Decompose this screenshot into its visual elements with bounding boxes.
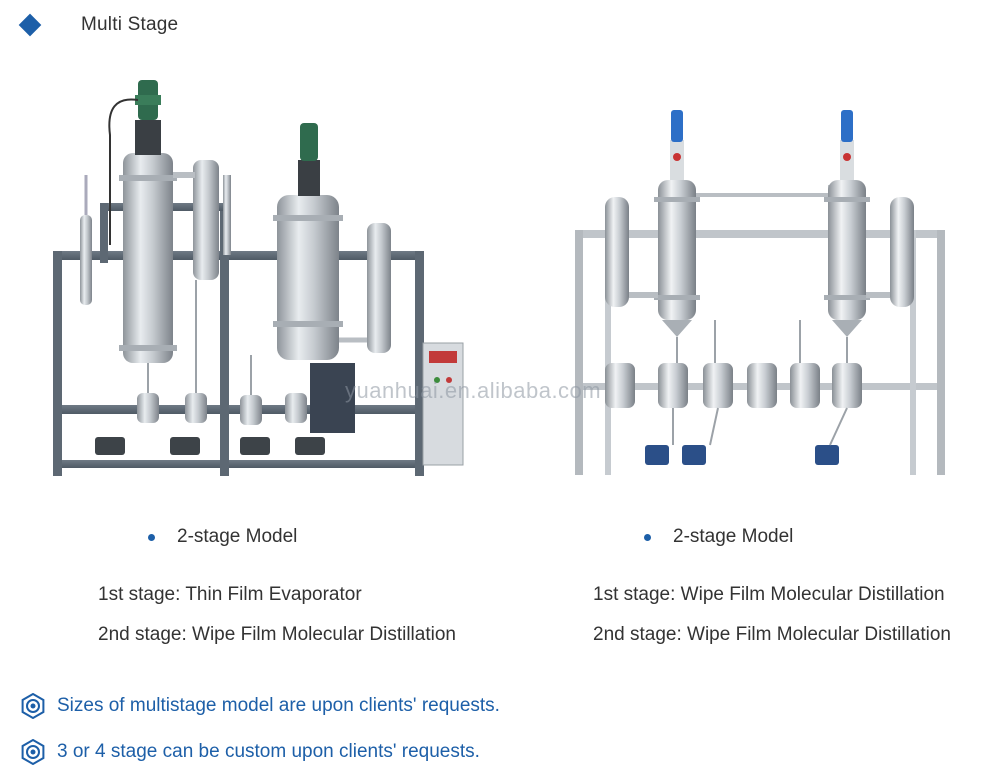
- two-stage-evaporator-photo: [45, 75, 470, 485]
- right-stage-1: 1st stage: Wipe Film Molecular Distillat…: [593, 584, 945, 605]
- bullet-icon: [644, 533, 651, 541]
- left-model-caption: 2-stage Model: [148, 526, 297, 548]
- section-header: Multi Stage: [18, 13, 179, 37]
- right-model-caption: 2-stage Model: [644, 526, 793, 548]
- section-title: Multi Stage: [81, 14, 179, 35]
- note-stages: 3 or 4 stage can be custom upon clients'…: [20, 739, 480, 765]
- left-stage-1: 1st stage: Thin Film Evaporator: [98, 584, 362, 605]
- bullet-icon: [148, 533, 155, 541]
- right-stage-2: 2nd stage: Wipe Film Molecular Distillat…: [593, 624, 951, 645]
- note-stages-text: 3 or 4 stage can be custom upon clients'…: [57, 741, 480, 762]
- diamond-icon: [18, 13, 42, 37]
- note-sizes: Sizes of multistage model are upon clien…: [20, 693, 500, 719]
- watermark-text: yuanhuai.en.alibaba.com: [345, 378, 602, 403]
- two-stage-molecular-distillation-photo: [570, 105, 950, 480]
- note-sizes-text: Sizes of multistage model are upon clien…: [57, 695, 500, 716]
- left-model-label: 2-stage Model: [177, 526, 298, 547]
- gear-icon: [21, 693, 45, 719]
- gear-icon: [21, 739, 45, 765]
- left-stage-2: 2nd stage: Wipe Film Molecular Distillat…: [98, 624, 456, 645]
- right-model-label: 2-stage Model: [673, 526, 794, 547]
